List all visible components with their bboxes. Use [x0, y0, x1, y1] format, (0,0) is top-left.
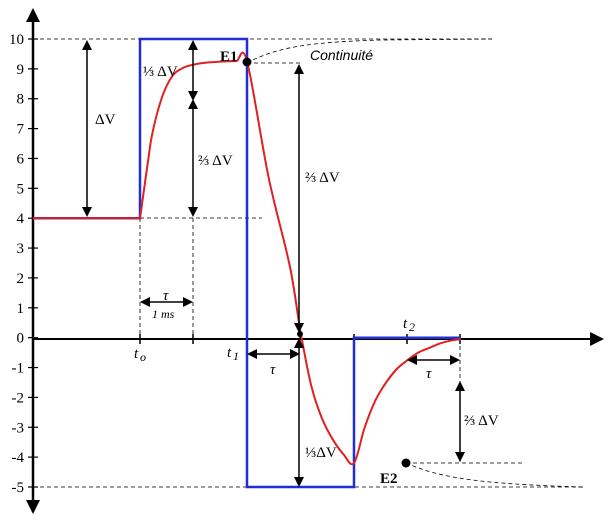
axes: [26, 8, 604, 514]
y-tick-label: 2: [17, 271, 25, 287]
label-tau-1-note: 1 ms: [152, 307, 175, 321]
zero-cross-point: [297, 331, 303, 337]
label-two-thirds-dv-right: ⅔ ΔV: [464, 413, 499, 429]
y-tick-label: -4: [12, 450, 25, 466]
label-e2: E2: [380, 471, 398, 487]
measurement-arrows: [82, 40, 465, 487]
t2-label: t: [403, 316, 408, 332]
continuity-curve-top: [246, 38, 493, 64]
y-tick-label: 6: [17, 151, 25, 167]
y-tick-label: 8: [17, 92, 25, 108]
y-tick-label: 10: [9, 32, 24, 48]
input-square-wave: [33, 37, 461, 489]
label-third-dv-bottom: ⅓ΔV: [305, 445, 337, 461]
dashed-guides: [33, 38, 583, 488]
y-tick-label: 9: [17, 62, 25, 78]
y-tick-label: 1: [17, 301, 25, 317]
y-tick-label: 3: [17, 241, 25, 257]
x-tick-label-t1: t 1: [227, 345, 239, 363]
continuity-curve-bottom: [405, 462, 584, 488]
e1-point: [242, 57, 252, 67]
label-continuity: Continuité: [310, 47, 373, 63]
label-e1: E1: [220, 49, 238, 65]
y-tick-label: -3: [12, 420, 25, 436]
label-tau-1: τ: [163, 288, 169, 304]
t1-sub: 1: [233, 349, 239, 363]
y-tick-label: 0: [17, 331, 25, 347]
t1-label: t: [227, 345, 232, 361]
t0-label: t: [134, 346, 139, 362]
label-two-thirds-dv-mid: ⅔ ΔV: [305, 170, 340, 186]
y-tick-label: 5: [17, 181, 25, 197]
y-tick-label: 7: [17, 122, 25, 138]
y-tick-label: -1: [12, 361, 25, 377]
x-tick-label-t0: t o: [134, 346, 146, 364]
e2-point: [401, 458, 411, 468]
t2-sub: 2: [409, 320, 415, 334]
label-tau-2: τ: [270, 362, 276, 378]
y-tick-label: -5: [12, 480, 25, 496]
label-tau-3: τ: [426, 366, 432, 382]
y-tick-label: -2: [12, 390, 25, 406]
label-third-dv-top: ⅓ ΔV: [143, 64, 178, 80]
x-tick-label-t2: t 2: [403, 316, 415, 334]
t0-sub: o: [140, 350, 146, 364]
label-delta-v: ΔV: [95, 112, 116, 128]
label-two-thirds-dv-left: ⅔ ΔV: [198, 153, 233, 169]
y-tick-label: 4: [17, 211, 25, 227]
